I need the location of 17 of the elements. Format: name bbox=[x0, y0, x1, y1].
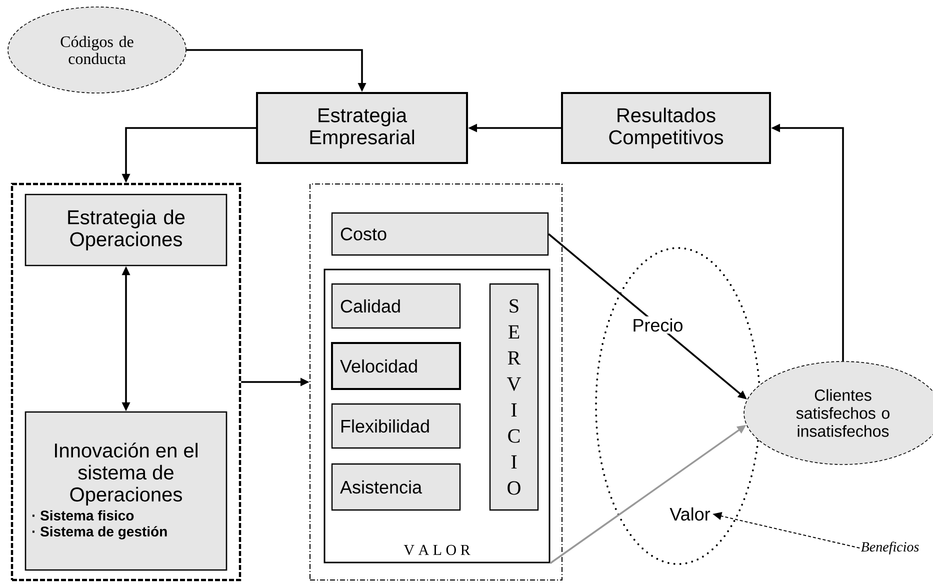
ellipse-node: Clientes satisfechos o insatisfechos bbox=[744, 361, 933, 465]
item-box: Calidad bbox=[331, 283, 461, 329]
ellipse-label: Valor bbox=[670, 507, 710, 521]
item-box: Velocidad bbox=[331, 342, 461, 390]
dashed-frame bbox=[310, 184, 562, 580]
process-box: Resultados Competitivos bbox=[561, 92, 771, 164]
process-box: Estrategia de Operaciones bbox=[24, 194, 228, 266]
item-box: Asistencia bbox=[331, 463, 461, 511]
process-box: Innovación en el sistema de Operaciones · Sistema fisico · Sistema de gestión bbox=[24, 411, 228, 571]
edge-label: Precio bbox=[630, 316, 686, 334]
ellipse-node: Códigos de conducta bbox=[8, 6, 186, 94]
item-box: Costo bbox=[331, 212, 549, 256]
dashed-frame bbox=[10, 182, 242, 582]
service-box: S E R V I C I O bbox=[489, 283, 539, 511]
process-box: Estrategia Empresarial bbox=[256, 92, 468, 164]
note-text: Beneficios bbox=[860, 542, 919, 554]
item-box: Flexibilidad bbox=[331, 403, 461, 449]
